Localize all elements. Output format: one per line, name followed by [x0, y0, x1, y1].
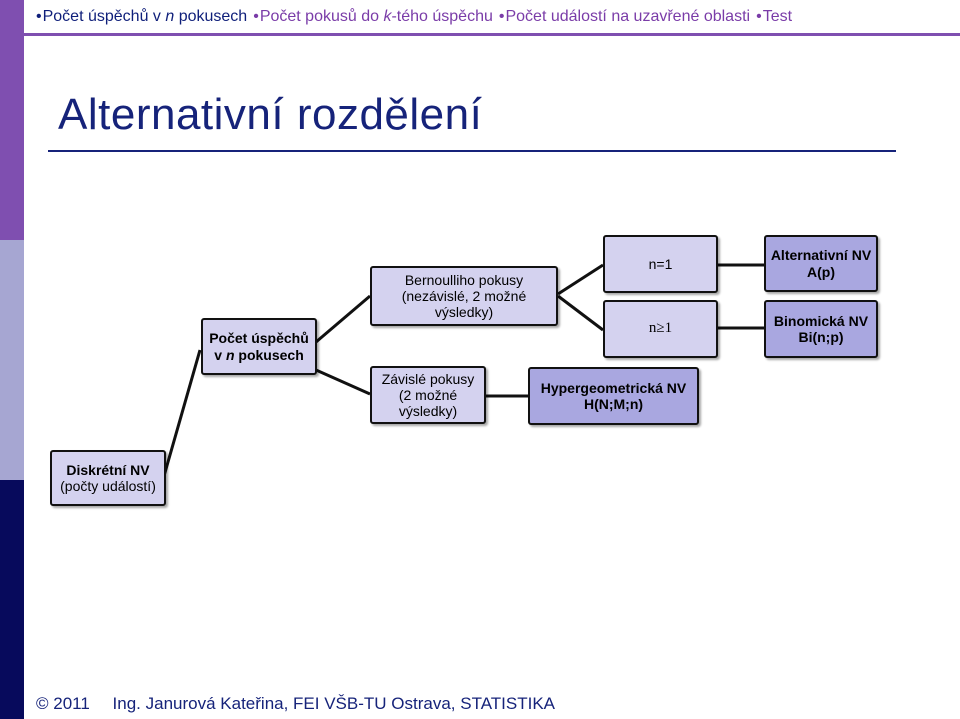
- page-title: Alternativní rozdělení: [58, 90, 483, 139]
- connector-successes-dependent: [315, 368, 371, 396]
- connector-successes-bernoulli: [315, 294, 371, 344]
- side-bar-lavender: [0, 240, 24, 480]
- footer-copyright: © 2011: [36, 694, 90, 713]
- footer-author: Ing. Janurová Kateřina, FEI VŠB-TU Ostra…: [112, 694, 556, 713]
- top-divider: [24, 33, 960, 36]
- node-discrete-nv: Diskrétní NV (počty událostí): [50, 450, 166, 506]
- side-bar-purple: [0, 0, 24, 240]
- nav-item-successes-in-n-trials[interactable]: •Počet úspěchů v n pokusech: [36, 8, 248, 25]
- footer: © 2011 Ing. Janurová Kateřina, FEI VŠB-T…: [36, 694, 555, 714]
- connector-bernoulli-nge1: [557, 294, 604, 332]
- node-n-at-least-1: n≥1: [603, 300, 718, 358]
- node-binomial-nv: Binomická NV Bi(n;p): [764, 300, 878, 358]
- node-alternative-nv: Alternativní NV A(p): [764, 235, 878, 292]
- node-bernoulli-trials: Bernoulliho pokusy (nezávislé, 2 možné v…: [370, 266, 558, 326]
- node-hypergeometric-nv: Hypergeometrická NV H(N;M;n): [528, 367, 699, 425]
- connector-discrete-successes: [162, 349, 202, 477]
- nav-item-trials-until-kth-success[interactable]: •Počet pokusů do k-tého úspěchu: [253, 8, 493, 25]
- side-bar-navy: [0, 480, 24, 719]
- top-navigation: •Počet úspěchů v n pokusech •Počet pokus…: [36, 4, 960, 30]
- connector-bernoulli-n1: [557, 263, 604, 296]
- nav-item-test[interactable]: •Test: [756, 8, 793, 25]
- node-successes-in-n-trials: Počet úspěchů v n pokusech: [201, 318, 317, 375]
- side-color-bar: [0, 0, 24, 719]
- node-dependent-trials: Závislé pokusy (2 možné výsledky): [370, 366, 486, 424]
- title-underline: [48, 150, 896, 152]
- nav-item-events-in-region[interactable]: •Počet událostí na uzavřené oblasti: [498, 8, 751, 25]
- node-n-equals-1: n=1: [603, 235, 718, 293]
